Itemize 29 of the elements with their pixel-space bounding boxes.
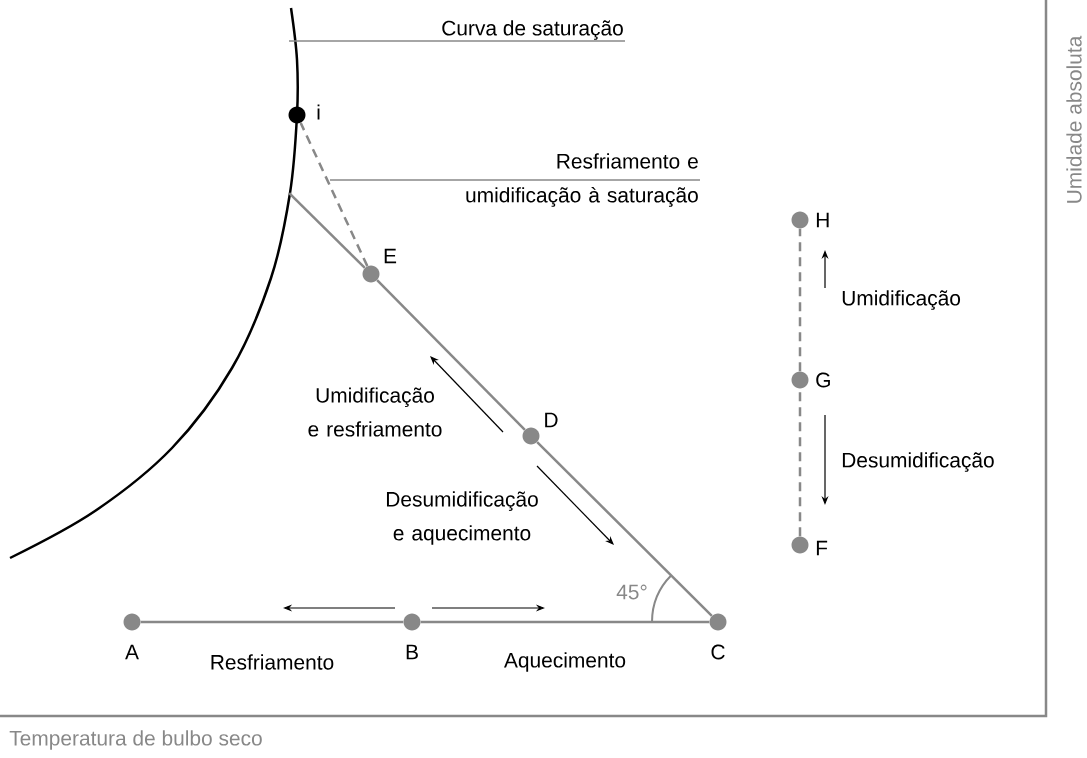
callout-text: Resfriamento e umidificação à saturação bbox=[466, 153, 698, 207]
point-letter: B bbox=[406, 644, 418, 660]
point-letter: A bbox=[125, 644, 139, 660]
callout-text: Curva de saturação bbox=[442, 20, 623, 40]
process-label: Umidificação bbox=[842, 290, 961, 310]
point-letter: E bbox=[384, 248, 397, 264]
process-line bbox=[420, 620, 710, 624]
point-letter: D bbox=[545, 412, 558, 428]
point-letter: H bbox=[816, 212, 829, 228]
saturation-curve bbox=[9, 7, 300, 560]
point-letter: i bbox=[317, 104, 320, 120]
process-label: Desumidificação bbox=[842, 452, 994, 472]
process-label: Resfriamento bbox=[211, 654, 334, 670]
point-letter: G bbox=[816, 372, 830, 388]
axis-label: Temperatura de bulbo seco bbox=[9, 730, 262, 750]
point-letter: C bbox=[711, 644, 725, 660]
process-line bbox=[376, 279, 526, 431]
axis-label: Umidade absoluta bbox=[1066, 35, 1082, 203]
process-line bbox=[288, 192, 366, 269]
leader-line bbox=[288, 40, 626, 42]
point-letter: F bbox=[816, 540, 828, 556]
process-label: Desumidificação e aquecimento bbox=[387, 491, 538, 545]
process-line bbox=[140, 620, 404, 624]
process-label: Aquecimento bbox=[504, 652, 626, 672]
angle-label: 45° bbox=[616, 584, 647, 600]
process-line bbox=[798, 228, 802, 372]
process-line bbox=[299, 122, 369, 267]
leader-line bbox=[329, 179, 701, 181]
process-line bbox=[536, 441, 713, 617]
